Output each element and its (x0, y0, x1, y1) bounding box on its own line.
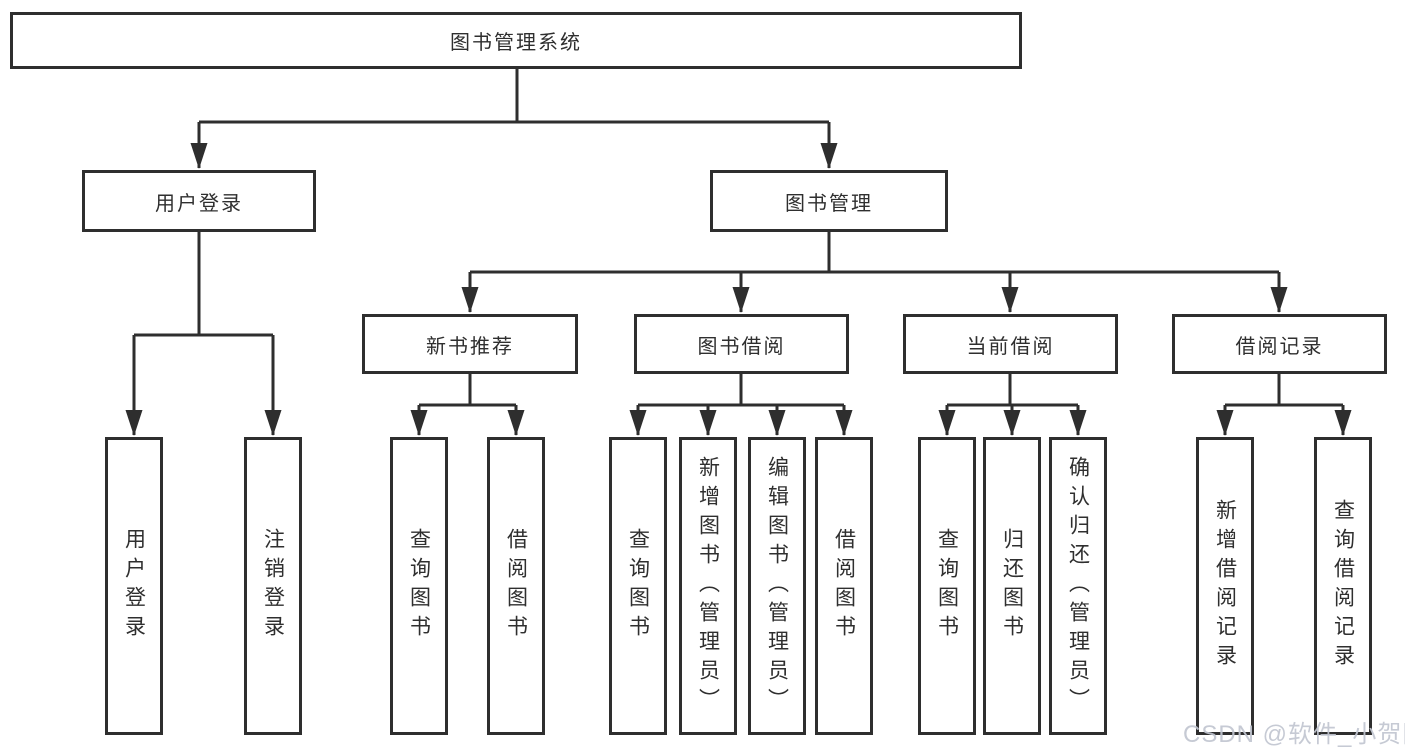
leaf-add-book-admin: 新增图书（管理员） (679, 437, 737, 735)
leaf-logout: 注销登录 (244, 437, 302, 735)
leaf-current-query-book: 查询图书 (918, 437, 976, 735)
node-current-borrow: 当前借阅 (903, 314, 1118, 374)
node-user-login: 用户登录 (82, 170, 316, 232)
leaf-edit-book-admin: 编辑图书（管理员） (748, 437, 806, 735)
node-book-borrow: 图书借阅 (634, 314, 849, 374)
leaf-borrow-book: 借阅图书 (815, 437, 873, 735)
leaf-user-login: 用户登录 (105, 437, 163, 735)
leaf-borrow-query-book: 查询图书 (609, 437, 667, 735)
leaf-confirm-return-admin: 确认归还（管理员） (1049, 437, 1107, 735)
csdn-watermark: CSDN @软件_小贺同学 (1183, 721, 1405, 747)
node-library-management-system: 图书管理系统 (10, 12, 1022, 69)
leaf-return-book: 归还图书 (983, 437, 1041, 735)
node-borrow-records: 借阅记录 (1172, 314, 1387, 374)
leaf-add-borrow-record: 新增借阅记录 (1196, 437, 1254, 735)
node-book-management: 图书管理 (710, 170, 948, 232)
leaf-recommend-query-book: 查询图书 (390, 437, 448, 735)
leaf-recommend-borrow-book: 借阅图书 (487, 437, 545, 735)
node-new-book-recommend: 新书推荐 (362, 314, 578, 374)
leaf-query-borrow-record: 查询借阅记录 (1314, 437, 1372, 735)
